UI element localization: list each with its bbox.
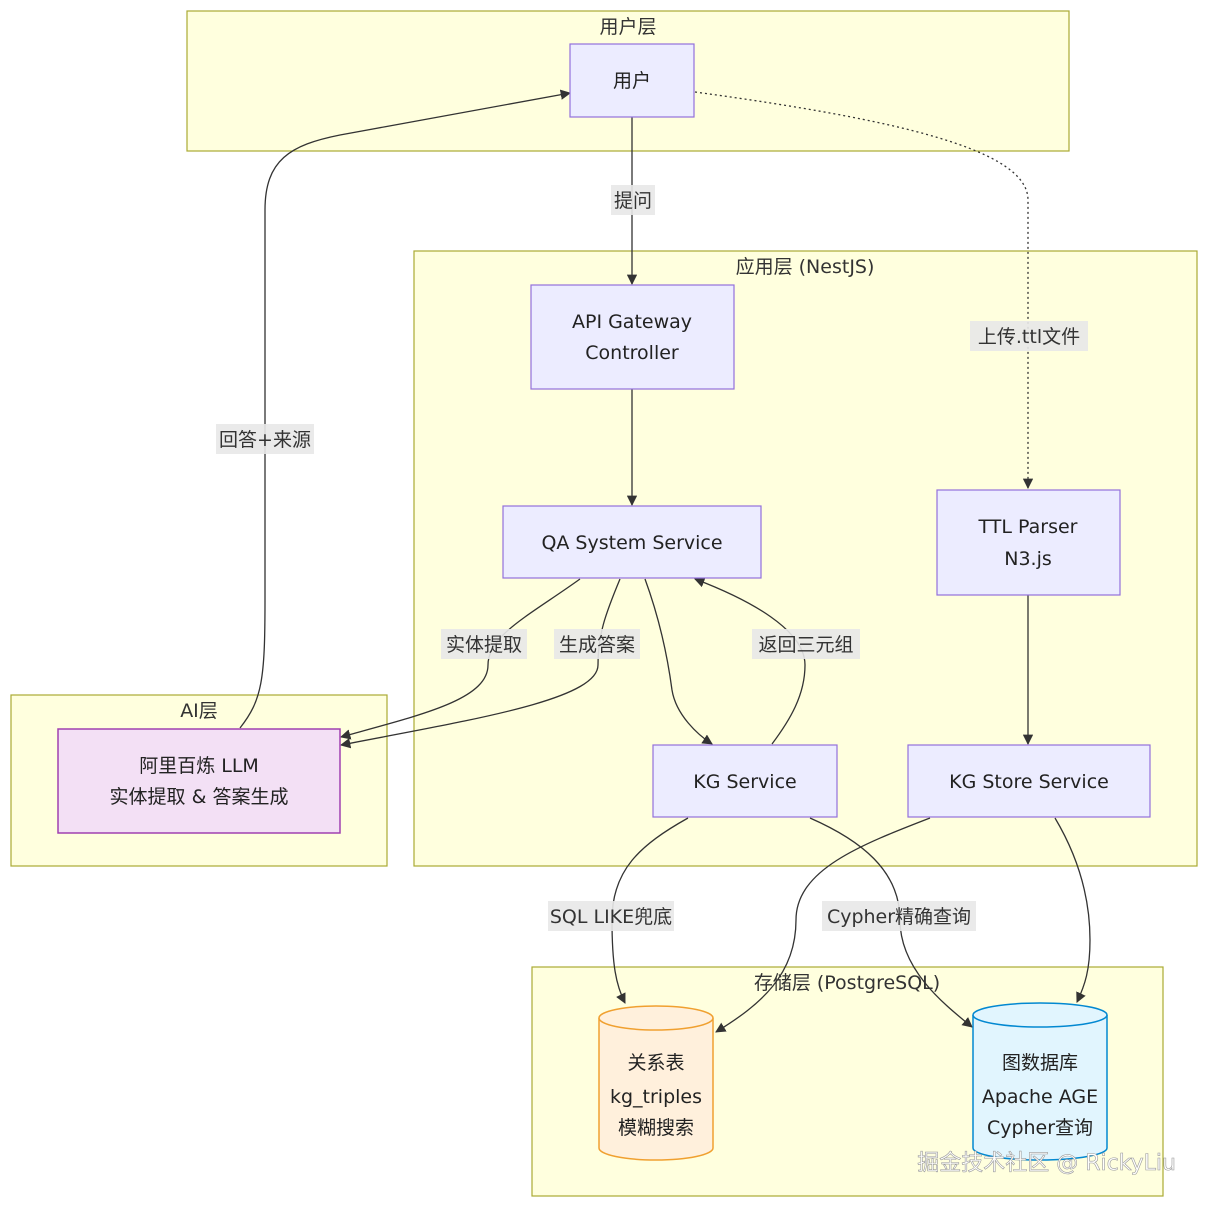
edge-label-entity-extract-text: 实体提取 [446,634,522,656]
group-title-ai-layer: AI层 [180,700,218,722]
edge-label-return-triples-text: 返回三元组 [758,634,853,656]
node-graph-db: 图数据库 Apache AGE Cypher查询 [972,1002,1108,1161]
group-title-user-layer: 用户层 [599,16,656,38]
node-llm: 阿里百炼 LLM 实体提取 & 答案生成 [57,728,341,834]
edge-label-cypher-exact-text: Cypher精确查询 [827,906,971,928]
node-relational-table-line-1: 关系表 [627,1052,684,1074]
node-graph-db-line-2: Apache AGE [982,1086,1098,1108]
node-llm-line-1: 阿里百炼 LLM [139,755,259,777]
node-relational-table-line-2: kg_triples [610,1086,702,1108]
edge-label-generate-answer-text: 生成答案 [559,634,635,656]
node-llm-line-2: 实体提取 & 答案生成 [110,786,289,808]
edge-label-generate-answer: 生成答案 [554,629,640,659]
node-kg-service: KG Service [652,744,838,818]
edge-label-ask-text: 提问 [614,190,652,212]
edge-label-return-triples: 返回三元组 [752,629,860,659]
edge-kg-service-to-qa [694,577,806,745]
node-kg-store-label: KG Store Service [949,771,1109,793]
edge-user-to-ttl-parser [694,91,1034,490]
edge-label-answer-source: 回答+来源 [216,424,314,454]
node-graph-db-line-1: 图数据库 [1002,1052,1078,1074]
node-user-label: 用户 [613,70,651,92]
edge-label-sql-like: SQL LIKE兜底 [548,901,674,931]
edge-label-entity-extract: 实体提取 [441,629,527,659]
node-relational-table-line-3: 模糊搜索 [618,1117,694,1139]
node-qa-service-label: QA System Service [541,532,722,554]
node-api-gateway-line-2: Controller [585,342,679,364]
edge-label-upload: 上传.ttl文件 [970,321,1088,351]
watermark: 掘金技术社区 @ RickyLiu [917,1151,1176,1176]
edge-qa-to-kg-service [644,578,713,745]
edge-label-ask: 提问 [611,185,655,215]
node-api-gateway: API Gateway Controller [530,284,735,390]
node-ttl-parser-line-1: TTL Parser [978,516,1078,538]
group-title-storage-layer: 存储层 (PostgreSQL) [754,972,940,994]
node-user: 用户 [569,43,695,118]
node-ttl-parser-line-2: N3.js [1004,548,1052,570]
edge-label-sql-like-text: SQL LIKE兜底 [550,906,672,928]
node-api-gateway-line-1: API Gateway [572,311,692,333]
edge-label-answer-source-text: 回答+来源 [219,429,311,451]
node-relational-table: 关系表 kg_triples 模糊搜索 [598,1005,714,1161]
edge-qa-to-llm-answer [339,578,621,749]
edge-kg-store-to-table [715,817,931,1033]
edge-qa-to-llm-extract [339,578,581,740]
node-graph-db-line-3: Cypher查询 [987,1117,1093,1139]
edge-label-cypher-exact: Cypher精确查询 [822,901,976,931]
edge-label-upload-text: 上传.ttl文件 [978,326,1080,348]
edge-llm-to-user [239,89,572,729]
group-title-app-layer: 应用层 (NestJS) [736,256,875,278]
node-kg-store: KG Store Service [907,744,1151,818]
edge-kg-store-to-graph [1054,817,1091,1003]
node-kg-service-label: KG Service [693,771,796,793]
node-qa-service: QA System Service [502,505,762,579]
node-ttl-parser: TTL Parser N3.js [936,489,1121,596]
